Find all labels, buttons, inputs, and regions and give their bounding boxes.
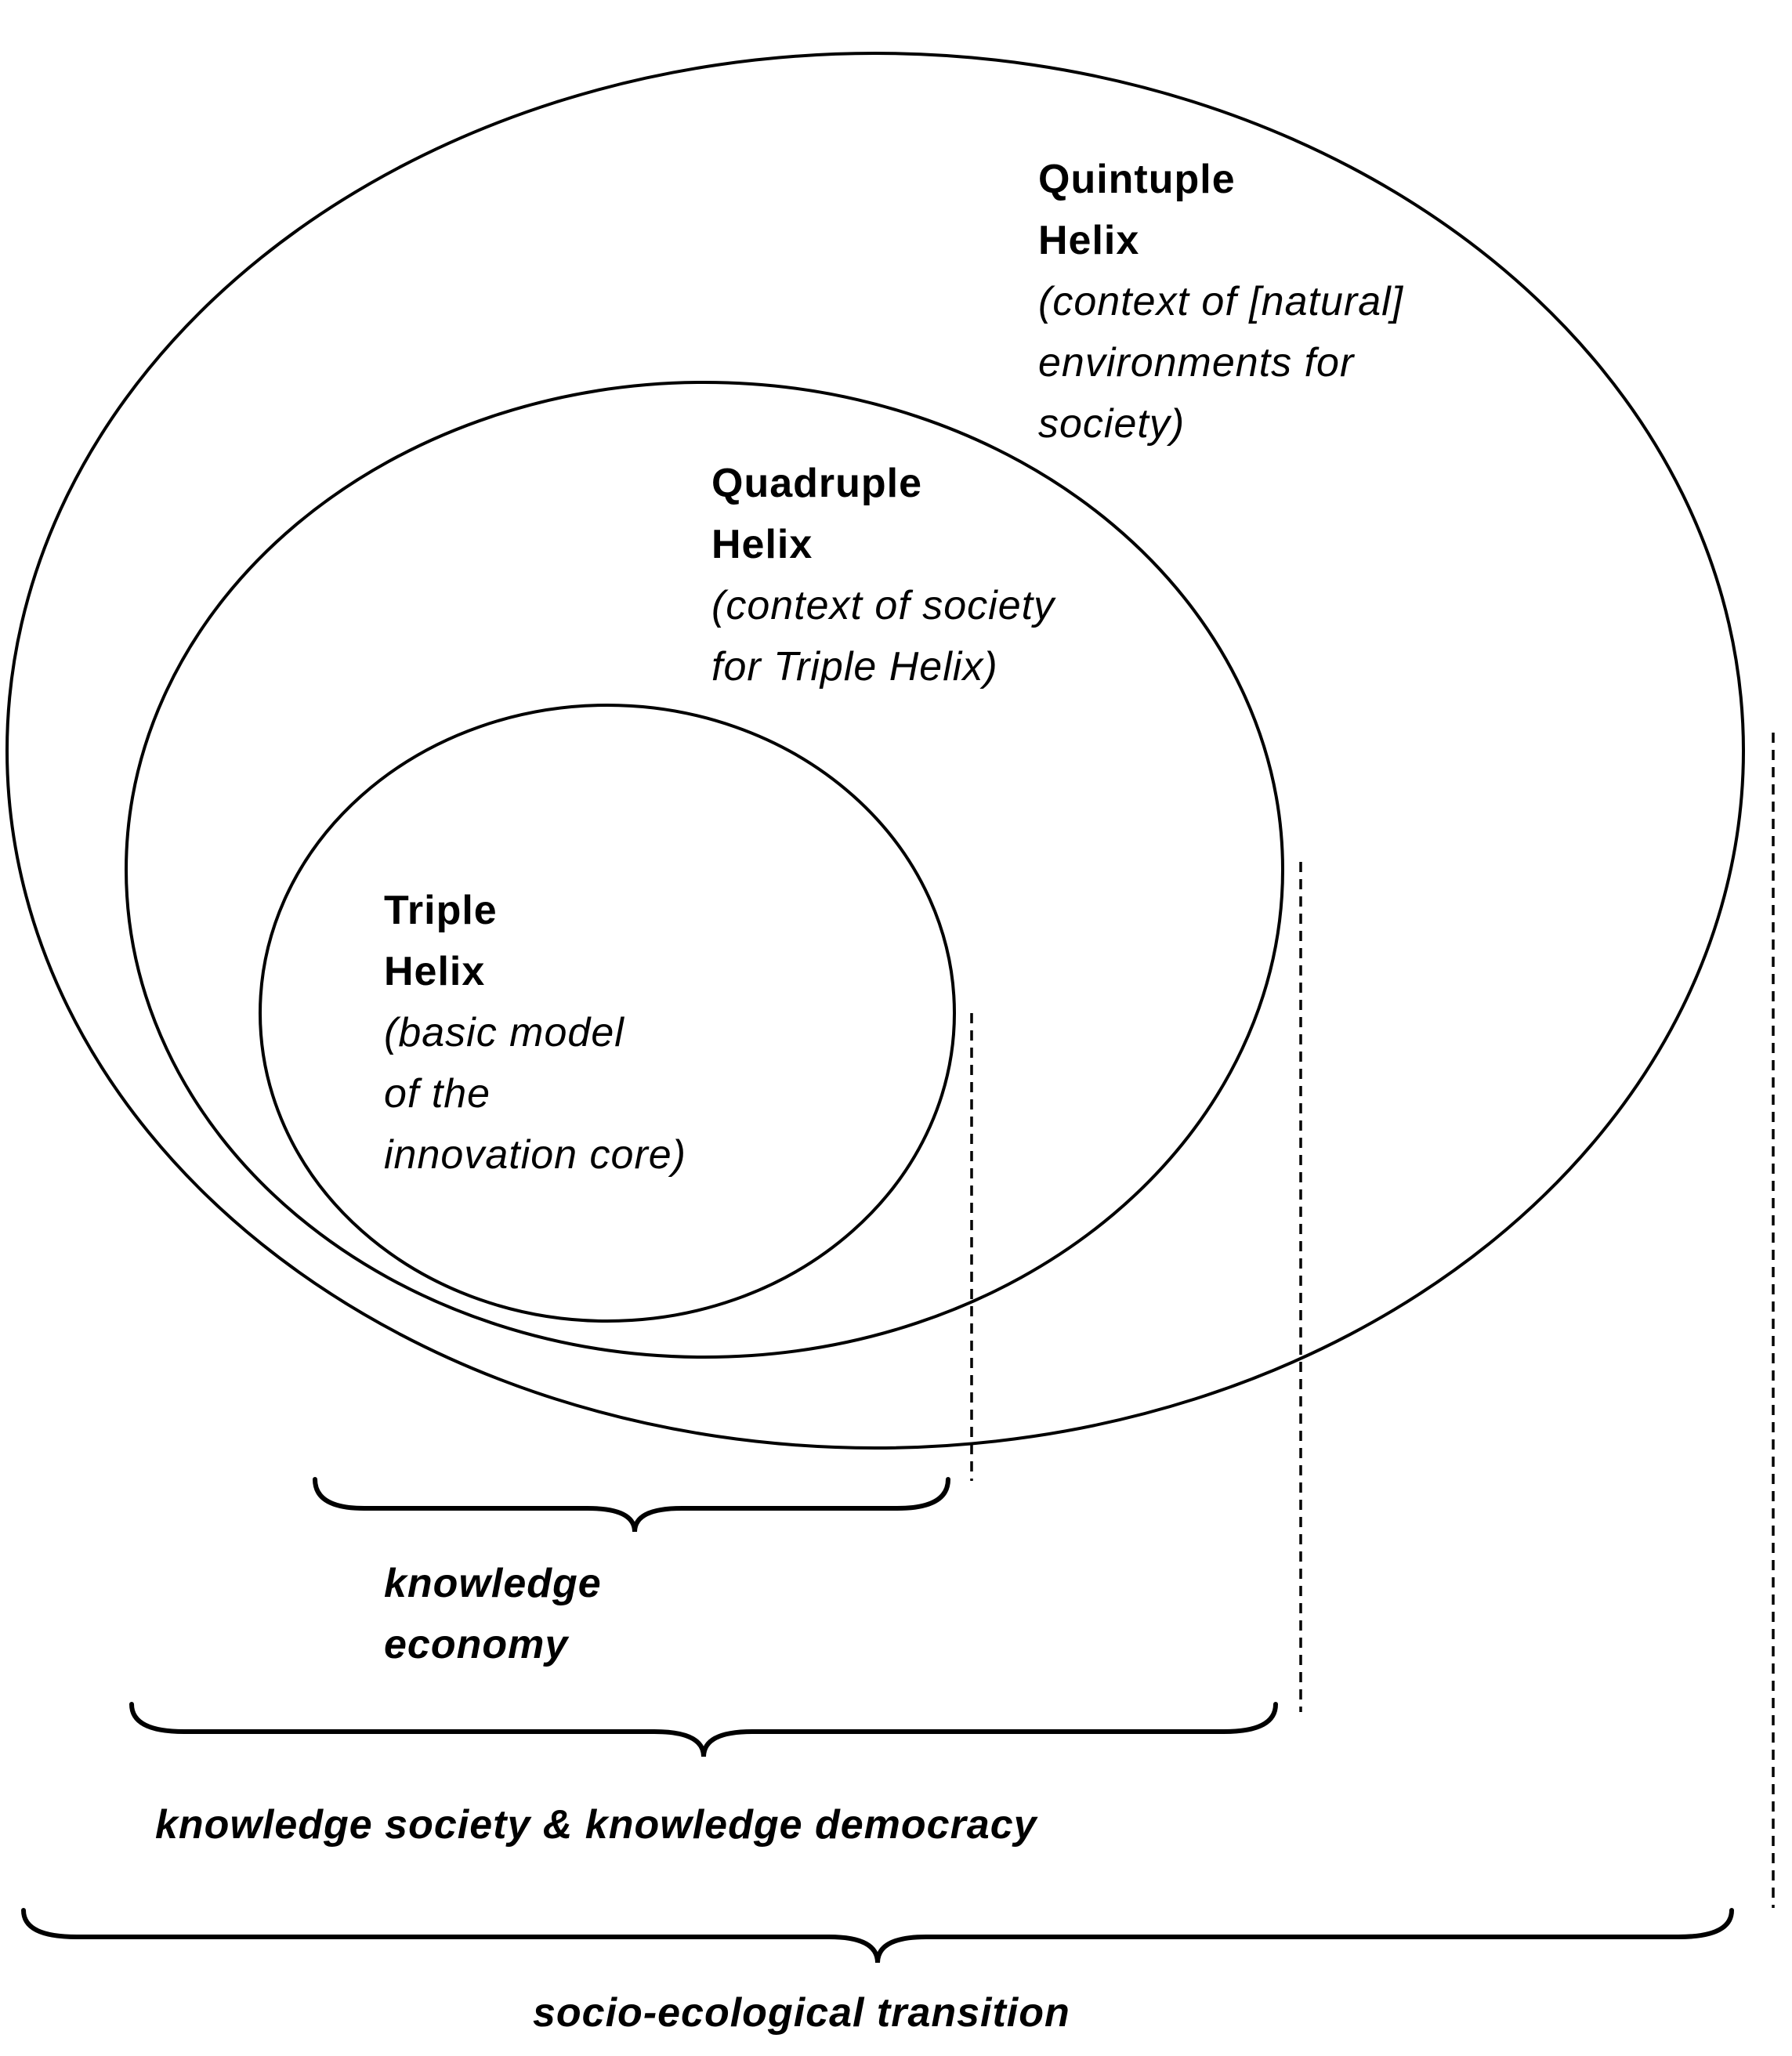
quadruple-helix-ellipse [125, 381, 1284, 1359]
knowledge-economy-line2: economy [384, 1622, 569, 1667]
triple-helix-ellipse [259, 704, 956, 1323]
socio-ecological-label: socio-ecological transition [533, 1982, 1070, 2043]
quintuple-helix-title-line1: Quintuple [1038, 157, 1236, 202]
knowledge-economy-line1: knowledge [384, 1561, 602, 1606]
quadruple-helix-desc-line1: (context of society [711, 583, 1055, 628]
triple-helix-title-line1: Triple [384, 888, 498, 933]
quadruple-helix-label: Quadruple Helix (context of society for … [711, 453, 1055, 697]
quintuple-helix-desc-line2: environments for [1038, 340, 1355, 386]
quintuple-helix-desc-line3: society) [1038, 401, 1186, 447]
knowledge-economy-label: knowledge economy [384, 1553, 602, 1675]
quintuple-helix-ellipse [5, 52, 1745, 1450]
quadruple-helix-title-line2: Helix [711, 522, 813, 567]
knowledge-society-brace [129, 1702, 1278, 1757]
quintuple-helix-label: Quintuple Helix (context of [natural] en… [1038, 149, 1403, 454]
quadruple-helix-title-line1: Quadruple [711, 461, 923, 506]
triple-helix-desc-line1: (basic model [384, 1010, 624, 1055]
knowledge-society-text: knowledge society & knowledge democracy [155, 1802, 1037, 1848]
triple-helix-title-line2: Helix [384, 949, 486, 994]
quintuple-helix-desc-line1: (context of [natural] [1038, 279, 1404, 324]
triple-helix-desc-line2: of the [384, 1071, 491, 1117]
quadruple-helix-desc-line2: for Triple Helix) [711, 644, 998, 690]
quintuple-helix-title-line2: Helix [1038, 218, 1140, 263]
socio-ecological-text: socio-ecological transition [533, 1990, 1070, 2036]
knowledge-society-label: knowledge society & knowledge democracy [155, 1794, 1037, 1855]
socio-ecological-brace [21, 1908, 1734, 1964]
knowledge-economy-brace [313, 1477, 950, 1533]
triple-helix-label: Triple Helix (basic model of the innovat… [384, 880, 686, 1185]
triple-helix-desc-line3: innovation core) [384, 1132, 686, 1178]
